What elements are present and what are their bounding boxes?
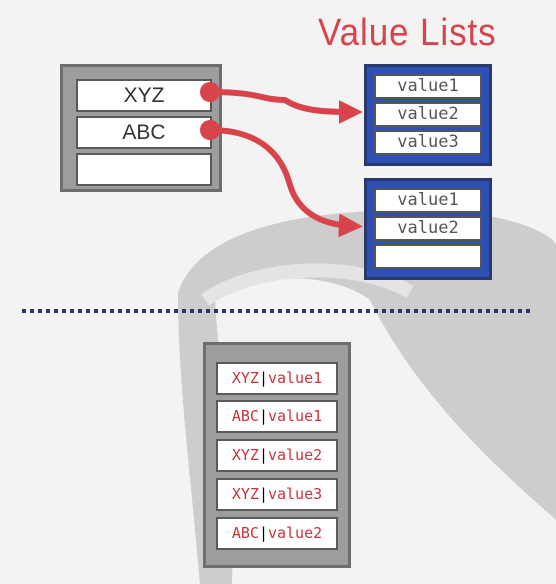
key-slot-xyz: XYZ [76, 79, 212, 112]
value-list-2: value1 value2 [364, 178, 492, 280]
storage-entry-2: ABC|value1 [216, 400, 338, 433]
value-list-2-slot-3 [374, 244, 482, 269]
key-index-box: XYZ ABC [60, 64, 222, 192]
page-title: Value Lists [318, 12, 497, 54]
storage-box: XYZ|value1 ABC|value1 XYZ|value2 XYZ|val… [203, 342, 351, 568]
storage-entry-1: XYZ|value1 [216, 362, 338, 395]
key-slot-empty [76, 153, 212, 186]
value-list-1-slot-3: value3 [374, 130, 482, 155]
storage-entry-4: XYZ|value3 [216, 478, 338, 511]
value-list-2-slot-1: value1 [374, 188, 482, 213]
value-list-1: value1 value2 value3 [364, 64, 492, 166]
storage-entry-5: ABC|value2 [216, 517, 338, 550]
pointer-arrow-abc [200, 120, 363, 238]
value-list-2-slot-2: value2 [374, 216, 482, 241]
storage-entry-3: XYZ|value2 [216, 439, 338, 472]
value-list-1-slot-1: value1 [374, 74, 482, 99]
value-list-1-slot-2: value2 [374, 102, 482, 127]
pointer-arrow-xyz [200, 82, 363, 124]
